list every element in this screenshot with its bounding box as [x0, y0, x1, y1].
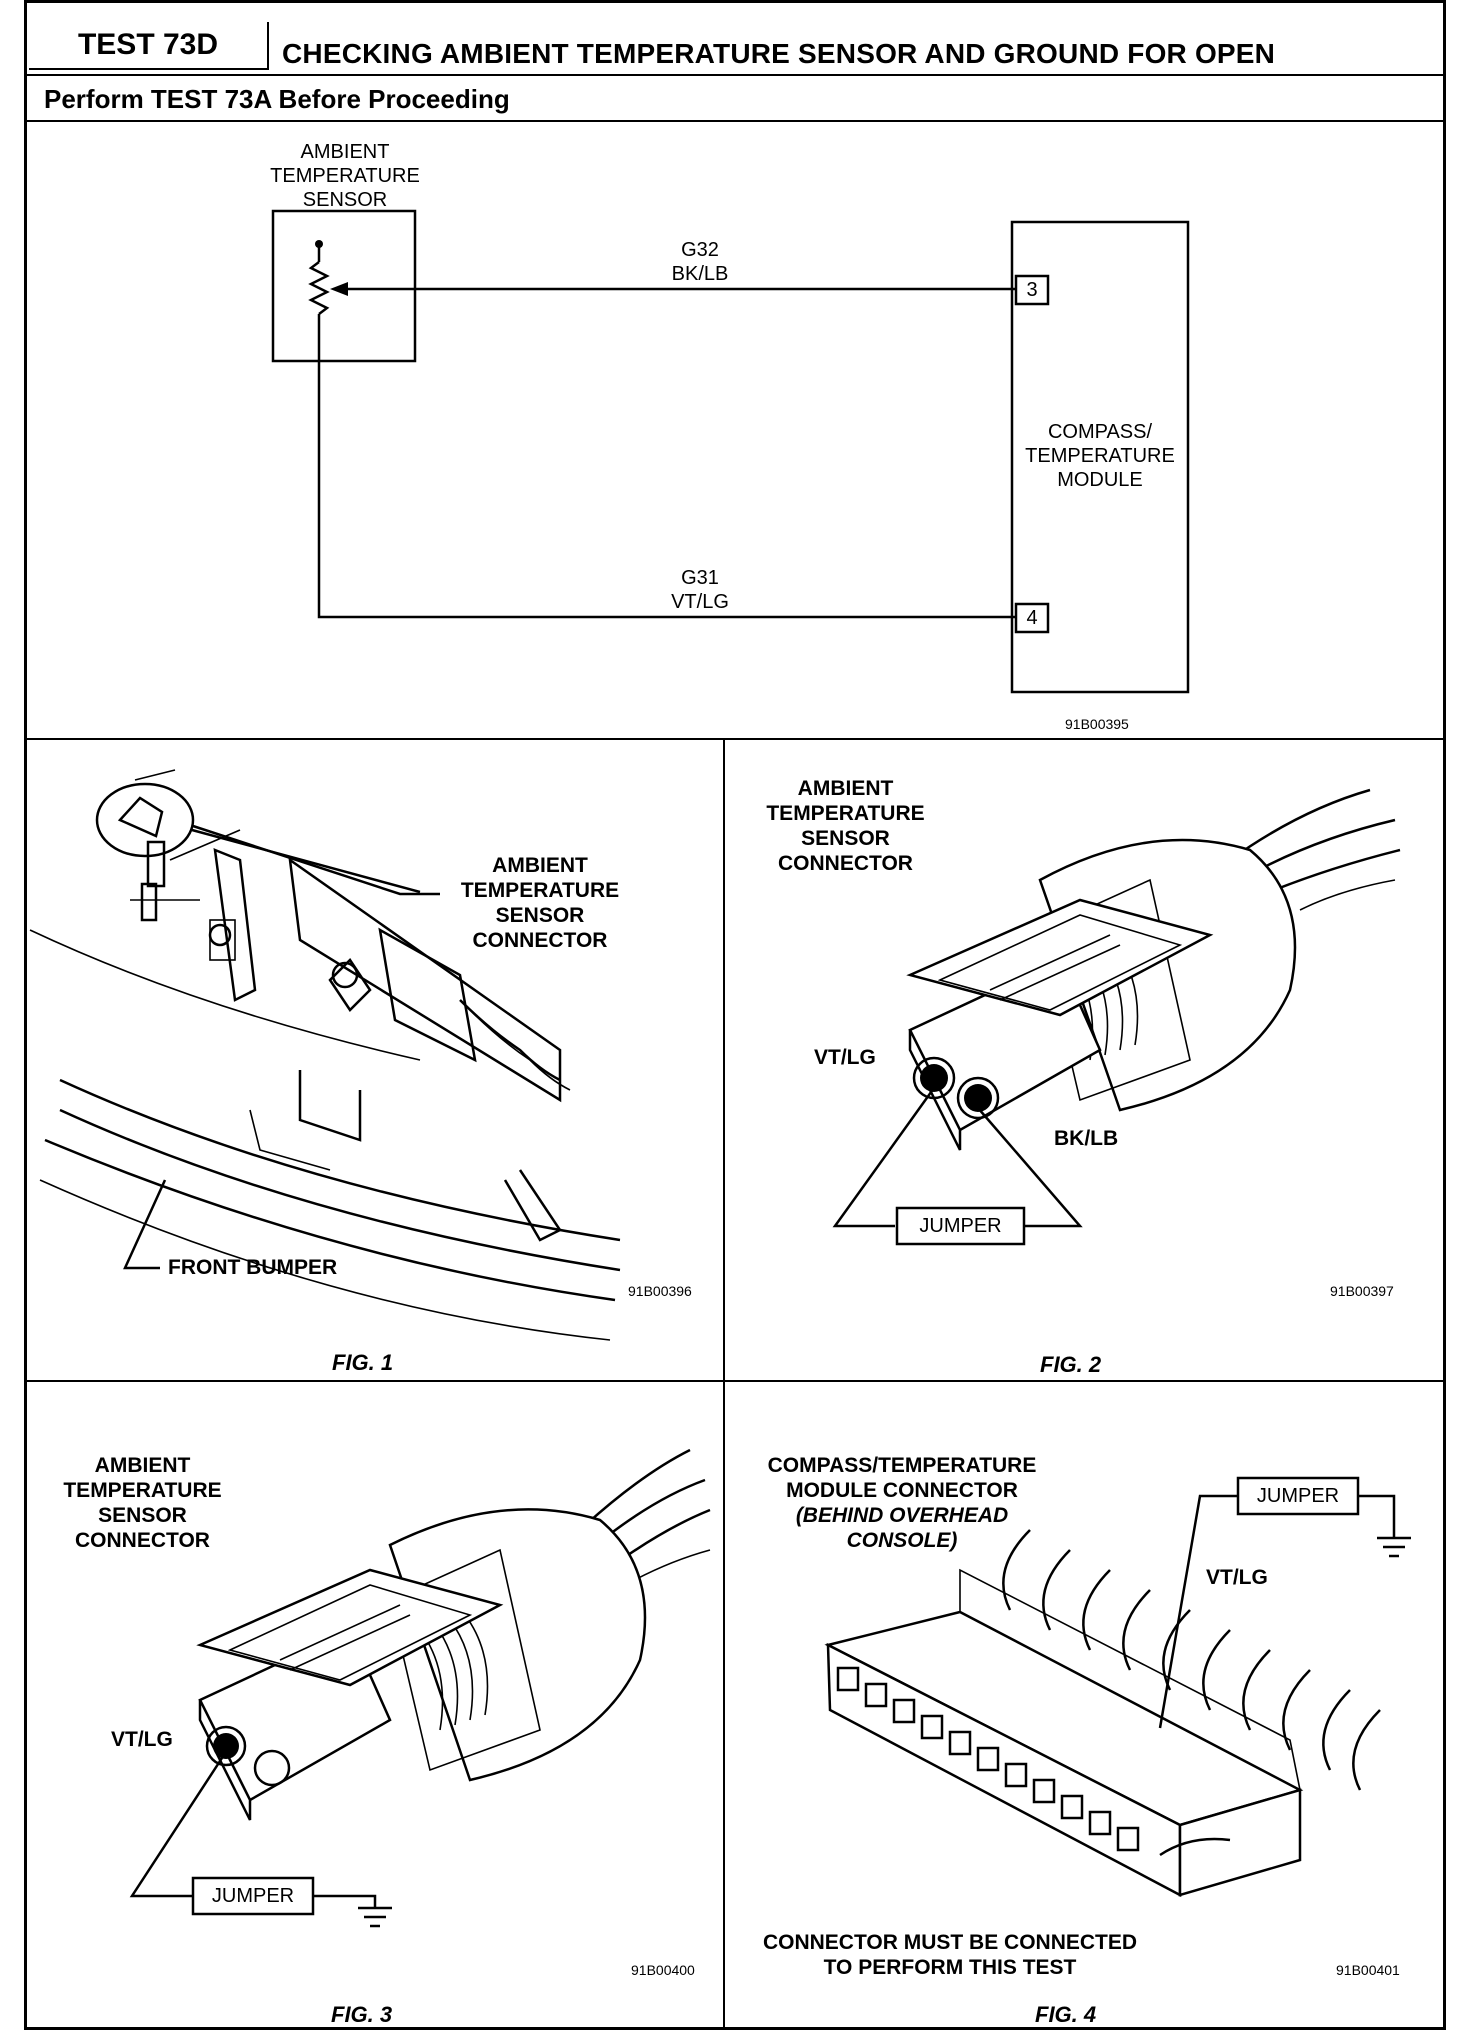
- fig1-code: 91B00396: [628, 1283, 692, 1299]
- fig4-title: COMPASS/TEMPERATURE MODULE CONNECTOR (BE…: [752, 1453, 1052, 1553]
- wire-color: BK/LB: [671, 263, 729, 285]
- wire-g32-label: G32 BK/LB: [650, 238, 750, 286]
- title-note-line: CONSOLE): [846, 1529, 958, 1552]
- fig4-caption: FIG. 4: [1035, 2002, 1097, 2027]
- title-note-line: (BEHIND OVERHEAD: [795, 1504, 1009, 1527]
- circuit-id: G32: [681, 239, 719, 261]
- fig2-right-wire: BK/LB: [1054, 1127, 1119, 1150]
- fig3-jumper: JUMPER: [211, 1885, 295, 1907]
- fig3-caption: FIG. 3: [331, 2002, 393, 2027]
- sensor-box: [271, 209, 417, 363]
- note-line: CONNECTOR MUST BE CONNECTED: [762, 1931, 1138, 1954]
- wire-color: VT/LG: [671, 591, 729, 613]
- fig4-drawing: [824, 1476, 1411, 1898]
- fig2-jumper: JUMPER: [919, 1215, 1002, 1237]
- figure-row-divider: [27, 1380, 1444, 1382]
- fig4-note: CONNECTOR MUST BE CONNECTED TO PERFORM T…: [740, 1930, 1160, 1980]
- title-line: MODULE CONNECTOR: [786, 1479, 1018, 1502]
- fig4-code: 91B00401: [1336, 1962, 1400, 1978]
- subtitle-divider: [27, 120, 1444, 122]
- circuit-id: G31: [681, 567, 719, 589]
- schematic-code: 91B00395: [1065, 716, 1129, 732]
- fig2-code: 91B00397: [1330, 1283, 1394, 1299]
- sensor-label: AMBIENT TEMPERATURE SENSOR: [260, 140, 430, 212]
- pin-3-label: 3: [1026, 279, 1038, 301]
- fig4-wire: VT/LG: [1206, 1566, 1268, 1589]
- test-id-label: TEST 73D: [29, 22, 269, 70]
- title-line: SENSOR: [98, 1504, 187, 1527]
- sensor-label-line: AMBIENT: [300, 141, 390, 163]
- wire-g31-label: G31 VT/LG: [650, 566, 750, 614]
- pin-4-label: 4: [1026, 607, 1038, 629]
- fig4-jumper: JUMPER: [1256, 1485, 1340, 1507]
- callout-line: TEMPERATURE: [460, 879, 620, 902]
- wire-g32: [330, 282, 1016, 296]
- fig2-drawing: [832, 788, 1401, 1246]
- fig3-wire: VT/LG: [111, 1728, 173, 1751]
- fig3-drawing: [129, 1448, 711, 1928]
- sensor-label-line: SENSOR: [302, 189, 388, 211]
- module-label-line: TEMPERATURE: [1025, 445, 1175, 467]
- module-label-line: MODULE: [1057, 469, 1143, 491]
- title-line: AMBIENT: [94, 1454, 191, 1477]
- title-line: TEMPERATURE: [63, 1479, 222, 1502]
- callout-line: SENSOR: [495, 904, 585, 927]
- title-line: SENSOR: [801, 827, 890, 850]
- schematic-divider: [27, 738, 1444, 740]
- fig2-caption: FIG. 2: [1040, 1352, 1102, 1377]
- page-frame: [24, 0, 1446, 2030]
- test-subtitle: Perform TEST 73A Before Proceeding: [44, 84, 510, 114]
- front-bumper-label: FRONT BUMPER: [168, 1256, 338, 1279]
- module-label: COMPASS/ TEMPERATURE MODULE: [1015, 420, 1185, 492]
- callout-line: AMBIENT: [492, 854, 588, 877]
- test-title: CHECKING AMBIENT TEMPERATURE SENSOR AND …: [282, 38, 1276, 69]
- fig1-callout: AMBIENT TEMPERATURE SENSOR CONNECTOR: [440, 853, 640, 953]
- fig2-left-wire: VT/LG: [814, 1046, 876, 1069]
- module-label-line: COMPASS/: [1047, 421, 1153, 443]
- callout-line: CONNECTOR: [472, 929, 608, 952]
- title-line: CONNECTOR: [778, 852, 913, 875]
- fig1-drawing: [29, 769, 621, 1341]
- wire-g31: [317, 361, 1016, 619]
- fig3-title: AMBIENT TEMPERATURE SENSOR CONNECTOR: [45, 1453, 240, 1553]
- sensor-label-line: TEMPERATURE: [270, 165, 420, 187]
- header-divider: [27, 74, 1444, 76]
- fig3-code: 91B00400: [631, 1962, 695, 1978]
- title-line: AMBIENT: [797, 777, 894, 800]
- fig2-title: AMBIENT TEMPERATURE SENSOR CONNECTOR: [748, 776, 943, 876]
- figure-column-divider: [723, 738, 725, 2030]
- fig1-caption: FIG. 1: [332, 1350, 394, 1375]
- title-line: CONNECTOR: [75, 1529, 210, 1552]
- note-line: TO PERFORM THIS TEST: [823, 1956, 1077, 1979]
- title-line: TEMPERATURE: [766, 802, 925, 825]
- title-line: COMPASS/TEMPERATURE: [767, 1454, 1037, 1477]
